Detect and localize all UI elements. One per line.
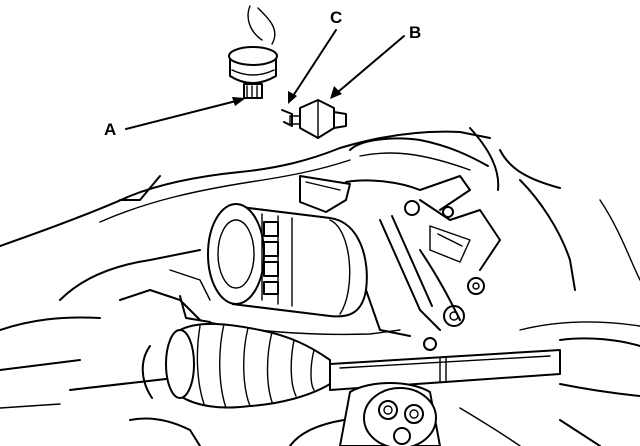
callout-leaders: [125, 29, 405, 130]
drive-flange: [289, 382, 601, 446]
pressure-switch: [281, 99, 347, 139]
oil-filter: [207, 203, 368, 318]
drive-shaft: [329, 321, 640, 397]
cv-joint-boot: [129, 322, 331, 446]
mounting-bracket: [299, 175, 501, 351]
callout-c: C: [330, 8, 343, 27]
callout-a: A: [104, 120, 117, 139]
engine-block: [0, 127, 640, 291]
sensor-connector: [228, 5, 278, 99]
callout-b: B: [409, 23, 422, 42]
